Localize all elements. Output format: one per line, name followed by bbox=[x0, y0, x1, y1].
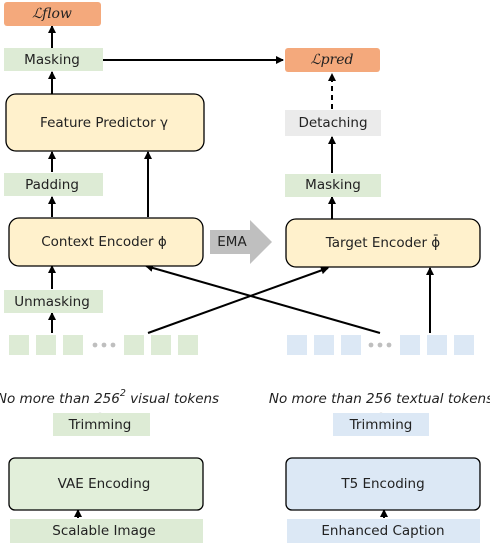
feature-predictor-box bbox=[5, 93, 205, 152]
trimming-tag-right bbox=[333, 413, 429, 436]
scalable-image-tag bbox=[10, 519, 203, 543]
unmasking-tag-label: Unmasking bbox=[14, 294, 90, 310]
masking-tag-left bbox=[4, 48, 103, 71]
target-encoder-label: Target Encoder ϕ̄ bbox=[325, 234, 441, 251]
textual-token bbox=[454, 335, 474, 355]
visual-token-caption-sup: 2 bbox=[120, 388, 126, 399]
vae-encoding-label: VAE Encoding bbox=[58, 476, 151, 492]
connectors bbox=[48, 25, 434, 518]
scalable-image-label: Scalable Image bbox=[52, 523, 156, 539]
visual-token bbox=[151, 335, 171, 355]
textual-token bbox=[287, 335, 307, 355]
trimming-tag-left bbox=[53, 413, 150, 436]
padding-tag bbox=[4, 173, 103, 196]
visual-token-caption-suffix: visual tokens bbox=[126, 391, 219, 407]
context-encoder-box bbox=[8, 217, 204, 267]
arrow-text-tokens-to-context bbox=[145, 264, 381, 334]
detaching-tag-label: Detaching bbox=[298, 115, 367, 131]
trimming-tag-left-label: Trimming bbox=[68, 417, 132, 433]
textual-token bbox=[314, 335, 334, 355]
t5-encoding-box bbox=[285, 457, 481, 511]
textual-token-row bbox=[287, 335, 474, 355]
visual-token bbox=[124, 335, 144, 355]
masking-tag-right-label: Masking bbox=[305, 177, 361, 193]
vae-encoding-box bbox=[8, 457, 204, 511]
masking-tag-right bbox=[285, 174, 381, 197]
visual-token bbox=[178, 335, 198, 355]
padding-tag-label: Padding bbox=[25, 177, 79, 193]
visual-token-caption-prefix: No more than 256 bbox=[0, 391, 120, 407]
t5-encoding-label: T5 Encoding bbox=[340, 476, 424, 492]
masking-tag-left-label: Masking bbox=[24, 52, 80, 68]
ellipsis-icon bbox=[92, 342, 116, 348]
textual-token bbox=[341, 335, 361, 355]
visual-token bbox=[9, 335, 29, 355]
context-encoder-label: Context Encoder ϕ bbox=[41, 234, 167, 250]
loss-pred-box bbox=[285, 48, 380, 72]
feature-predictor-label: Feature Predictor γ bbox=[40, 115, 168, 131]
loss-flow-label: ℒflow bbox=[32, 6, 72, 22]
textual-token bbox=[427, 335, 447, 355]
visual-token bbox=[63, 335, 83, 355]
detaching-tag bbox=[285, 110, 381, 136]
unmasking-tag bbox=[4, 290, 103, 313]
loss-flow-box bbox=[4, 2, 101, 26]
textual-token bbox=[400, 335, 420, 355]
enhanced-caption-tag bbox=[287, 519, 480, 543]
ema-label: EMA bbox=[217, 234, 247, 250]
enhanced-caption-label: Enhanced Caption bbox=[321, 523, 444, 539]
visual-token bbox=[36, 335, 56, 355]
ema-arrow bbox=[210, 220, 272, 264]
loss-pred-label: ℒpred bbox=[311, 52, 354, 68]
visual-token-caption: No more than 2562 visual tokens bbox=[0, 388, 219, 408]
textual-token-caption: No more than 256 textual tokens bbox=[269, 391, 490, 407]
ellipsis-icon bbox=[368, 342, 392, 348]
trimming-tag-right-label: Trimming bbox=[349, 417, 413, 433]
target-encoder-box bbox=[285, 218, 481, 268]
arrow-visual-tokens-to-target bbox=[147, 266, 329, 334]
visual-token-row bbox=[9, 335, 198, 355]
